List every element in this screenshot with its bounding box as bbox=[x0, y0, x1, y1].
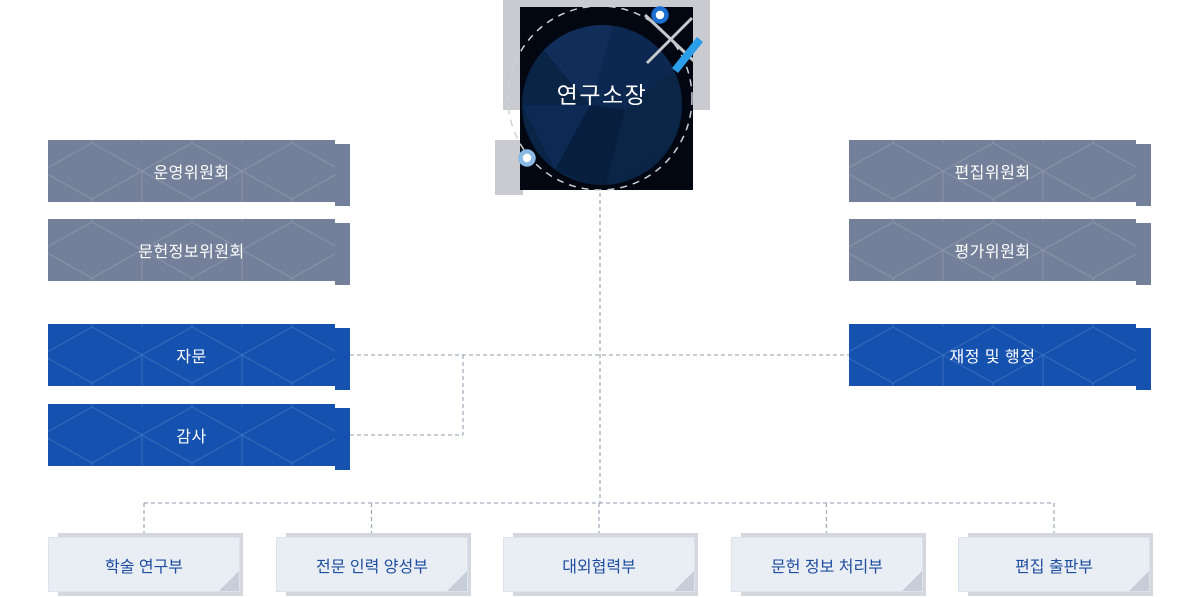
audit-box: 감사 bbox=[48, 404, 350, 470]
advisory-box: 자문 bbox=[48, 324, 350, 390]
dept-label: 전문 인력 양성부 bbox=[316, 558, 428, 576]
dept-card: 편집 출판부 bbox=[958, 537, 1150, 592]
committee-label: 평가위원회 bbox=[954, 244, 1031, 261]
root-label: 연구소장 bbox=[557, 82, 648, 108]
dept-box-academic-research: 학술 연구부 bbox=[48, 533, 243, 596]
root-node: 연구소장 bbox=[495, 0, 715, 205]
committee-box-evaluation: 평가위원회 bbox=[849, 219, 1151, 285]
accent-dot-top-icon bbox=[651, 6, 669, 24]
dept-box-document-processing: 문헌 정보 처리부 bbox=[731, 533, 926, 596]
dept-box-external-cooperation: 대외협력부 bbox=[503, 533, 698, 596]
dept-label: 대외협력부 bbox=[562, 558, 636, 576]
accent-dot-bottom-icon bbox=[518, 149, 536, 167]
committee-label: 운영위원회 bbox=[153, 165, 230, 182]
circle-facets bbox=[522, 25, 682, 185]
dept-card: 대외협력부 bbox=[503, 537, 695, 592]
committee-label: 편집위원회 bbox=[954, 165, 1031, 182]
backdrop-square-small bbox=[495, 140, 523, 195]
audit-label: 감사 bbox=[176, 429, 207, 446]
dept-box-editing-publishing: 편집 출판부 bbox=[958, 533, 1153, 596]
dept-box-professional-training: 전문 인력 양성부 bbox=[276, 533, 471, 596]
committee-box-operating: 운영위원회 bbox=[48, 140, 350, 206]
dept-card: 전문 인력 양성부 bbox=[276, 537, 468, 592]
advisory-label: 자문 bbox=[176, 349, 207, 366]
committee-label: 문헌정보위원회 bbox=[138, 244, 245, 261]
dept-card: 학술 연구부 bbox=[48, 537, 240, 592]
committee-box-library-info: 문헌정보위원회 bbox=[48, 219, 350, 285]
accent-slash-icon bbox=[672, 37, 703, 73]
dept-label: 편집 출판부 bbox=[1014, 558, 1094, 576]
dept-label: 학술 연구부 bbox=[104, 558, 184, 576]
finance-admin-label: 재정 및 행정 bbox=[949, 349, 1036, 366]
finance-admin-box: 재정 및 행정 bbox=[849, 324, 1151, 390]
dept-label: 문헌 정보 처리부 bbox=[771, 558, 883, 576]
dept-card: 문헌 정보 처리부 bbox=[731, 537, 923, 592]
committee-box-editorial: 편집위원회 bbox=[849, 140, 1151, 206]
